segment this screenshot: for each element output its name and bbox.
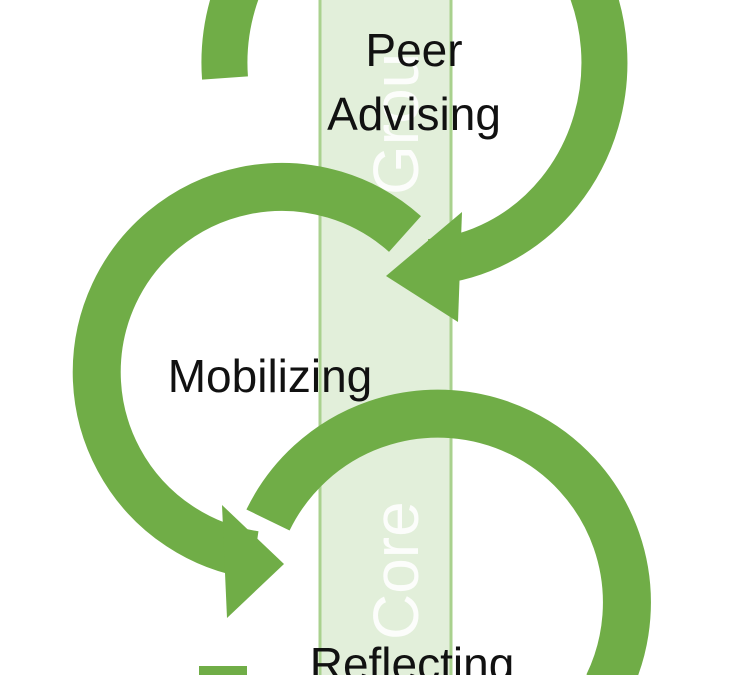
- band-text-top: Grou: [360, 53, 432, 195]
- stage-label-peer-line1: Peer: [365, 24, 462, 76]
- curved-arrow-icon: [72, 162, 421, 618]
- stage-label-peer-line2: Advising: [327, 88, 501, 140]
- curved-arrow-icon: [246, 389, 651, 675]
- band-text-bottom: Core: [360, 501, 432, 640]
- stage-label-reflecting: Reflecting: [310, 638, 515, 675]
- curved-arrow-icon: [201, 0, 628, 322]
- stage-label-mobilizing: Mobilizing: [168, 350, 373, 402]
- core-group-band: [318, 0, 453, 675]
- arrow-stub: [199, 666, 247, 675]
